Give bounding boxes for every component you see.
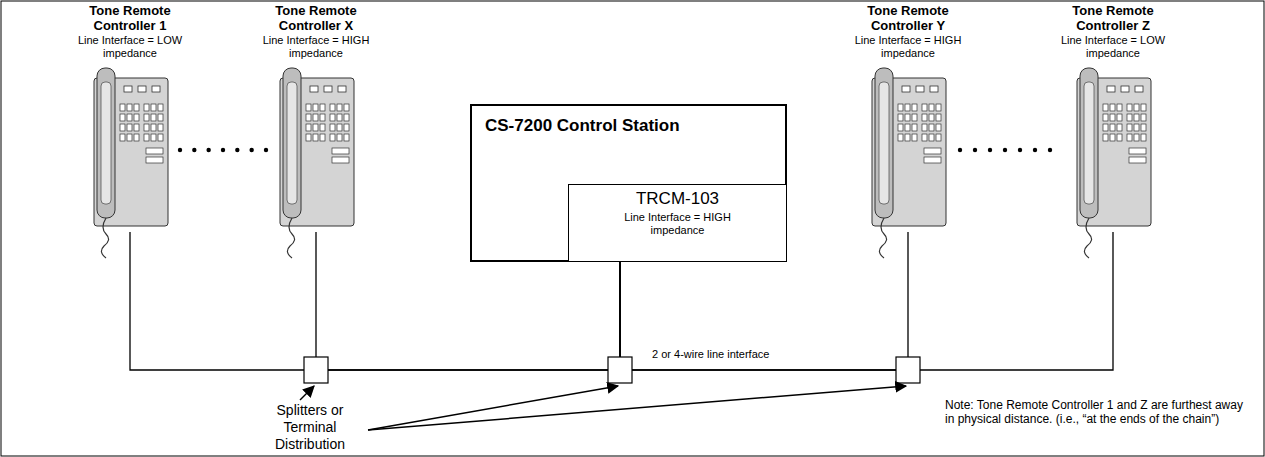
tone-remote-controller: Tone Remote Controller XLine Interface =… — [236, 4, 396, 232]
leader-arrows — [300, 386, 906, 430]
tone-remote-controller: Tone Remote Controller ZLine Interface =… — [1033, 4, 1193, 232]
ellipsis-dot — [206, 148, 210, 152]
splitter-callout: Splitters or Terminal Distribution — [255, 402, 365, 452]
station-title: CS-7200 Control Station — [485, 116, 680, 136]
controller-name: Tone Remote Controller X — [261, 4, 371, 34]
tone-remote-controller: Tone Remote Controller 1Line Interface =… — [50, 4, 210, 232]
ellipsis-dot — [178, 148, 182, 152]
telephone-icon — [1077, 68, 1151, 258]
controller-name: Tone Remote Controller Z — [1058, 4, 1168, 34]
line-interface-note: Line Interface = LOW impedance — [1054, 34, 1172, 59]
ellipsis-dot — [1003, 148, 1007, 152]
leader-arrow — [368, 386, 618, 430]
ellipsis-dot — [1033, 148, 1037, 152]
ellipsis-dot — [249, 148, 253, 152]
ellipsis-dot — [235, 148, 239, 152]
leader-arrow — [368, 386, 906, 430]
control-station-box: CS-7200 Control StationTRCM-103Line Inte… — [470, 104, 787, 262]
telephone-icon — [872, 68, 946, 258]
ellipsis-dot — [221, 148, 225, 152]
distance-note: Note: Tone Remote Controller 1 and Z are… — [945, 398, 1245, 427]
ellipsis-dot — [988, 148, 992, 152]
telephone-icon — [280, 68, 354, 258]
tone-remote-controller: Tone Remote Controller YLine Interface =… — [828, 4, 988, 232]
line-connection — [130, 232, 620, 370]
ellipsis-dot — [973, 148, 977, 152]
line-type-label: 2 or 4-wire line interface — [650, 348, 771, 360]
module-name: TRCM-103 — [569, 189, 786, 209]
splitter-box — [896, 357, 920, 383]
ellipsis-dot — [192, 148, 196, 152]
ellipsis-dot — [264, 148, 268, 152]
ellipsis-dot — [958, 148, 962, 152]
line-interface-note: Line Interface = HIGH impedance — [849, 34, 967, 59]
leader-arrow — [300, 386, 314, 400]
splitter-group — [304, 357, 920, 383]
controller-name: Tone Remote Controller Y — [853, 4, 963, 34]
controller-name: Tone Remote Controller 1 — [75, 4, 185, 34]
line-interface-note: Line Interface = HIGH impedance — [257, 34, 375, 59]
trcm-module-box: TRCM-103Line Interface = HIGH impedance — [568, 184, 787, 262]
line-interface-note: Line Interface = LOW impedance — [71, 34, 189, 59]
ellipsis-dot — [1048, 148, 1052, 152]
line-interface-note: Line Interface = HIGH impedance — [603, 211, 753, 236]
splitter-box — [608, 357, 632, 383]
ellipsis-dot — [1018, 148, 1022, 152]
splitter-box — [304, 357, 328, 383]
telephone-icon — [94, 68, 168, 258]
ellipsis-dots — [178, 148, 1052, 152]
